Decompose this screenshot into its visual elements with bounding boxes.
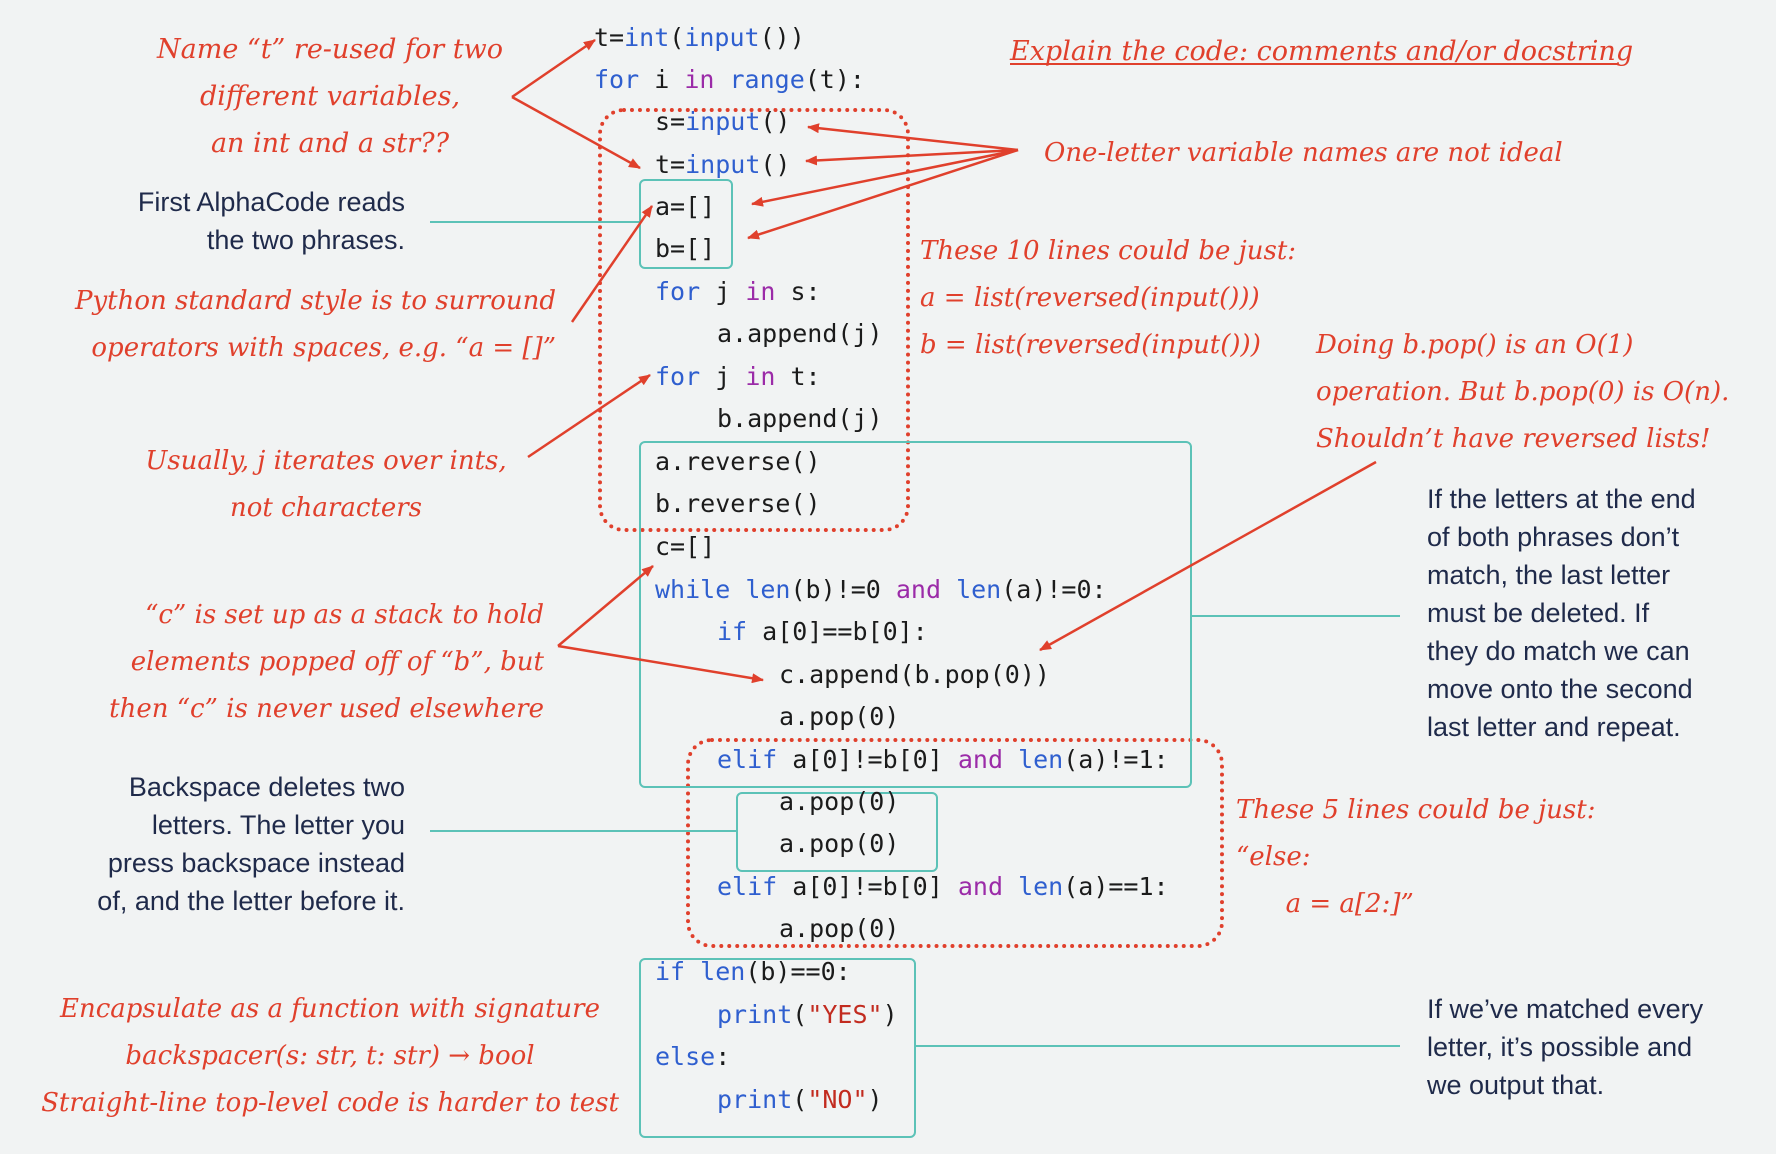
- code-line-12: b.reverse(): [655, 489, 821, 518]
- code-line-22: a.pop(0): [779, 914, 900, 943]
- annotation-j-iter: Usually, j iterates over ints, not chara…: [145, 446, 507, 523]
- code-line-6: b=[]: [655, 234, 716, 263]
- explanation-reads: First AlphaCode reads the two phrases.: [137, 187, 405, 255]
- code-line-18: elif a[0]!=b[0] and len(a)!=1:: [717, 745, 1169, 774]
- box-output: [639, 958, 916, 1138]
- explanation-letters: If the letters at the end of both phrase…: [1427, 484, 1696, 742]
- annotation-style: Python standard style is to surround ope…: [74, 286, 556, 363]
- code-line-26: print("NO"): [717, 1085, 883, 1114]
- code-line-15: if a[0]==b[0]:: [717, 617, 928, 646]
- code-line-9: for j in t:: [655, 362, 821, 391]
- code-line-8: a.append(j): [717, 319, 883, 348]
- annotation-c-stack: “c” is set up as a stack to hold element…: [109, 600, 544, 724]
- annotation-encapsulate: Encapsulate as a function with signature…: [41, 994, 619, 1118]
- code-line-14: while len(b)!=0 and len(a)!=0:: [655, 575, 1107, 604]
- annotation-ten-lines: These 10 lines could be just: a = list(r…: [920, 236, 1297, 360]
- code-line-21: elif a[0]!=b[0] and len(a)==1:: [717, 872, 1169, 901]
- code-line-7: for j in s:: [655, 277, 821, 306]
- code-line-4: t=input(): [655, 150, 791, 179]
- box-main-loop: [639, 441, 1192, 788]
- explanation-backspace: Backspace deletes two letters. The lette…: [97, 772, 405, 916]
- code-line-20: a.pop(0): [779, 829, 900, 858]
- annotation-five-lines: These 5 lines could be just: “else: a = …: [1236, 795, 1596, 919]
- annotation-name-t: Name “t” re-used for two different varia…: [157, 34, 503, 159]
- explanation-matched: If we’ve matched every letter, it’s poss…: [1427, 994, 1704, 1100]
- code-line-13: c=[]: [655, 532, 716, 561]
- code-line-1: t=int(input()): [594, 23, 805, 52]
- code-line-11: a.reverse(): [655, 447, 821, 476]
- annotation-bpop: Doing b.pop() is an O(1) operation. But …: [1316, 330, 1730, 454]
- code-line-3: s=input(): [655, 107, 791, 136]
- code-line-24: print("YES"): [717, 1000, 898, 1029]
- code-line-23: if len(b)==0:: [655, 957, 851, 986]
- code-line-25: else:: [655, 1042, 731, 1071]
- code-line-10: b.append(j): [717, 404, 883, 433]
- code-line-17: a.pop(0): [779, 702, 900, 731]
- box-double-pop: [736, 792, 938, 872]
- code-line-2: for i in range(t):: [594, 65, 865, 94]
- dotted-region-ten-lines: [598, 108, 910, 532]
- code-line-16: c.append(b.pop(0)): [779, 660, 1050, 689]
- code-line-19: a.pop(0): [779, 787, 900, 816]
- annotation-one-letter: One-letter variable names are not ideal: [1044, 138, 1563, 168]
- code-line-5: a=[]: [655, 192, 716, 221]
- annotation-explain: Explain the code: comments and/or docstr…: [1010, 36, 1634, 67]
- dotted-region-five-lines: [686, 738, 1224, 948]
